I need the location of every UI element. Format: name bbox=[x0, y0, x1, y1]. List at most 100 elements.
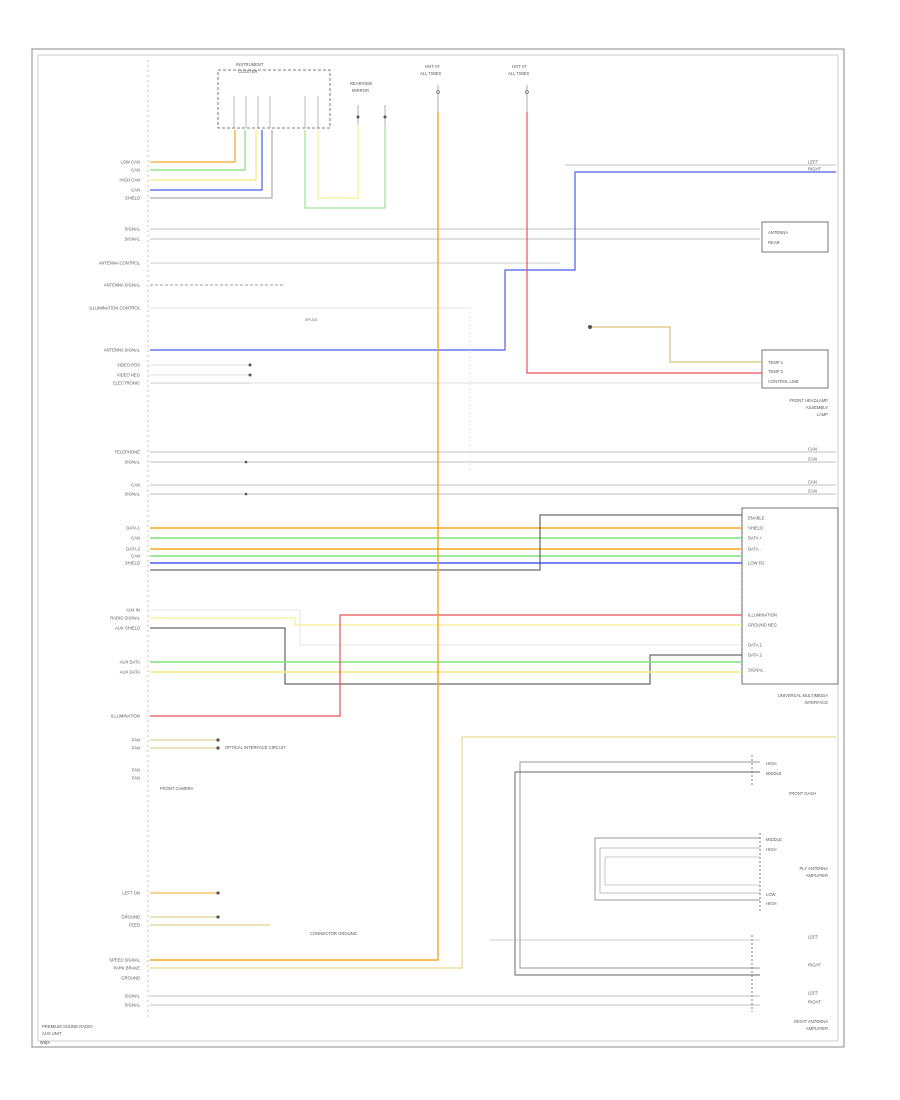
front-speaker-mid: MIDDLE bbox=[766, 771, 782, 776]
radio-pin-label: DATA + bbox=[748, 536, 762, 541]
camera-note: FRONT CAMERA bbox=[160, 786, 194, 791]
left-module-caption-1: PREMIUM SOUND RADIO bbox=[42, 1024, 93, 1029]
front-speaker-high: HIGH bbox=[766, 761, 776, 766]
antenna-rear-box bbox=[761, 221, 829, 253]
left-pin-label: PARK BRAKE bbox=[114, 966, 141, 971]
left-pin-label: SIGNAL bbox=[125, 492, 141, 497]
left-pin-label: LEFT ON bbox=[122, 891, 140, 896]
rear-speaker-caption-1: PLY ANTENNA bbox=[800, 866, 829, 871]
wire-shield-dark bbox=[150, 514, 742, 571]
wire-green-mirror bbox=[304, 125, 386, 209]
wire-front-high bbox=[519, 761, 760, 969]
left-pin-label: FAN bbox=[132, 768, 140, 773]
fuse-right-title-2: ALL TIMES bbox=[508, 71, 529, 76]
wire-orange-top bbox=[150, 130, 236, 163]
left-pin-label: ELECTRONIC bbox=[113, 381, 140, 386]
wire-yellow-mirror bbox=[317, 125, 359, 199]
left-pin-label: ILLUMINATION CONTROL bbox=[89, 306, 140, 311]
left-pin-label: SIGNAL bbox=[125, 237, 141, 242]
left-pin-label: ANTENNA SIGNAL bbox=[104, 348, 141, 353]
fuse-left-title-1: HOT AT bbox=[425, 64, 440, 69]
wire-rear-1 bbox=[594, 837, 760, 901]
rear-speaker-1: MIDDLE bbox=[766, 837, 782, 842]
headlamp-line-2: TEMP 2 bbox=[768, 369, 784, 374]
radio-pin-label: GROUND NEG bbox=[748, 623, 777, 628]
radio-pin-label: ILLUMINATION bbox=[748, 613, 777, 618]
left-pin-label: RADIO SIGNAL bbox=[110, 616, 140, 621]
right-pin-label: LEFT bbox=[808, 991, 819, 996]
left-pin-label: SPEED SIGNAL bbox=[109, 958, 140, 963]
radio-pin-label: DATA 2 bbox=[748, 653, 762, 658]
fuse-left-title-2: ALL TIMES bbox=[420, 71, 441, 76]
left-pin-label: VIDEO NEG bbox=[117, 373, 140, 378]
fuse-right bbox=[525, 85, 529, 112]
instrument-cluster-title-2: CLUSTER bbox=[238, 69, 258, 74]
left-pin-label: SIGNAL bbox=[125, 227, 141, 232]
left-pin-label: DATA 2 bbox=[126, 547, 140, 552]
instrument-cluster-title-1: INSTRUMENT bbox=[236, 62, 264, 67]
right-pin-label: RIGHT bbox=[808, 963, 821, 968]
wire-blue-top bbox=[150, 130, 263, 191]
footer-code: wsp- bbox=[40, 1040, 51, 1046]
headlamp-line-3: CONTROL LINE bbox=[768, 379, 799, 384]
rearview-title-2: MIRROR bbox=[352, 88, 369, 93]
left-pin-label: VIDEO POS bbox=[117, 363, 140, 368]
wire-aux-in bbox=[150, 609, 742, 646]
ground-note: CONNECTOR GROUND bbox=[310, 931, 357, 936]
wire-rear-2 bbox=[599, 847, 760, 894]
antenna-rear-line-2: REAR bbox=[768, 240, 780, 245]
left-pin-label: GROUND bbox=[121, 976, 140, 981]
left-pin-label: ILLUMINATION bbox=[111, 714, 140, 719]
left-pin-label: ANTENNA CONTROL bbox=[99, 261, 141, 266]
right-pin-label: CAN bbox=[808, 489, 817, 494]
radio-pin-label: ENABLE bbox=[748, 516, 765, 521]
rear-speaker-2: HIGH bbox=[766, 847, 776, 852]
radio-pin-label: SIGNAL bbox=[748, 668, 764, 673]
left-pin-label: GROUND bbox=[121, 915, 140, 920]
splice-dots bbox=[216, 325, 592, 919]
left-pin-label: HIGH CAN bbox=[120, 178, 140, 183]
rearview-title-1: REARVIEW bbox=[350, 81, 372, 86]
rear-speaker-3: LOW bbox=[766, 892, 776, 897]
rear-speaker-caption-2: AMPLIFIER bbox=[806, 873, 828, 878]
headlamp-box bbox=[761, 349, 829, 389]
headlamp-line-1: TEMP 1 bbox=[768, 360, 784, 365]
wire-front-mid bbox=[514, 771, 760, 976]
optical-note: OPTICAL INTERFACE CIRCUIT bbox=[225, 745, 286, 750]
wire-rear-3 bbox=[604, 856, 760, 886]
radio-pin-label: LOW FD bbox=[748, 561, 764, 566]
left-pin-label: CAN bbox=[131, 554, 140, 559]
rear-speaker-4: HIGH bbox=[766, 901, 776, 906]
left-pin-label: FAN bbox=[132, 776, 140, 781]
radio-pin-label: DATA 1 bbox=[748, 643, 762, 648]
fuse-left bbox=[436, 85, 440, 112]
wire-orange-main bbox=[150, 112, 439, 961]
headlamp-caption-2: ASSEMBLY bbox=[806, 405, 828, 410]
right-pin-label: CAN bbox=[808, 447, 817, 452]
radio-caption-2: INTERFACE bbox=[805, 700, 829, 705]
left-pin-label: CAN bbox=[131, 483, 140, 488]
bottom-speaker-caption-2: AMPLIFIER bbox=[806, 1026, 828, 1031]
right-pin-label: LEFT bbox=[808, 160, 819, 165]
wire-aux-shield bbox=[150, 627, 742, 685]
right-pin-label: CAN bbox=[808, 480, 817, 485]
radio-pin-label: DATA - bbox=[748, 547, 761, 552]
instrument-cluster-box bbox=[217, 69, 331, 129]
outer-frame bbox=[31, 48, 845, 1048]
left-module-caption-2: AUX UNIT bbox=[42, 1031, 62, 1036]
fuse-right-title-1: HOT AT bbox=[512, 64, 527, 69]
left-pin-label: ANTENNA SIGNAL bbox=[104, 283, 141, 288]
front-speaker-caption: FRONT DASH bbox=[789, 791, 816, 796]
left-pin-label: CAN bbox=[131, 536, 140, 541]
left-pin-label: LOW CAN bbox=[120, 160, 140, 165]
splice-note: SPLICE bbox=[305, 318, 318, 322]
wire-red-fuse bbox=[526, 112, 762, 374]
left-pin-label: SHIELD bbox=[125, 561, 140, 566]
headlamp-caption-1: FRONT HEADLAMP bbox=[789, 398, 828, 403]
left-pin-label: AUX SHIELD bbox=[115, 626, 140, 631]
wire-yellow-top bbox=[150, 130, 257, 181]
left-pin-label: CAN bbox=[131, 168, 140, 173]
